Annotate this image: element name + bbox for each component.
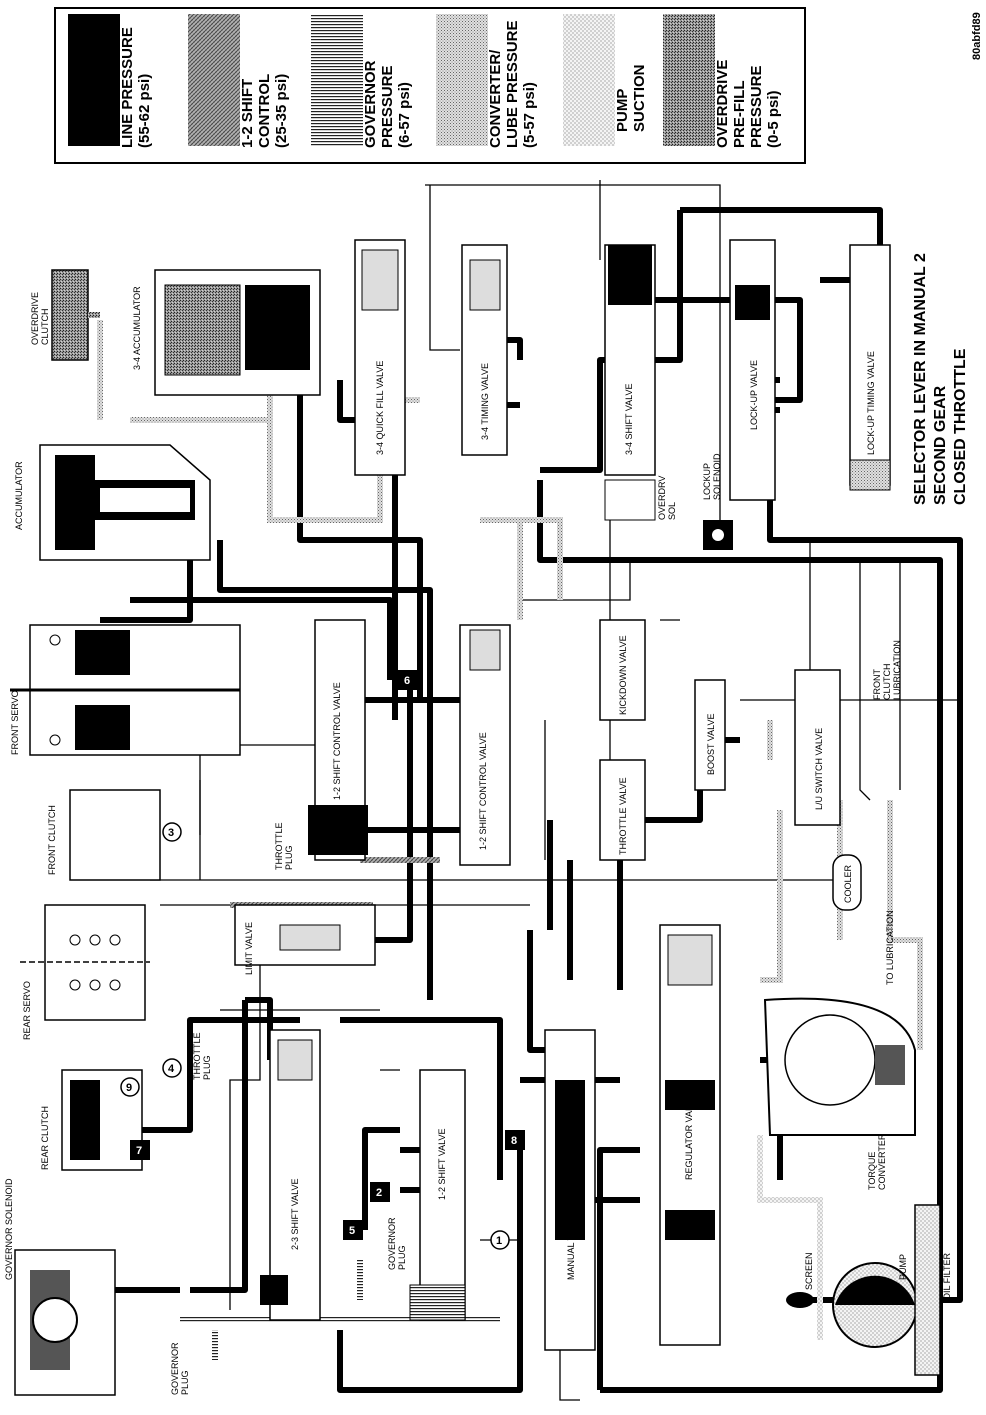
legend-label-line-pressure: LINE PRESSURE (55-62 psi)	[119, 23, 153, 148]
cooler	[832, 854, 862, 911]
shift-valve-34	[604, 244, 656, 521]
label-lu-switch-valve: L/U SWITCH VALVE	[814, 728, 824, 810]
svg-text:5: 5	[349, 1225, 355, 1237]
label-accumulator: ACCUMULATOR	[14, 461, 24, 530]
svg-text:1: 1	[496, 1235, 502, 1247]
label-throttle-plug-left: THROTTLE PLUG	[192, 1030, 212, 1080]
label-throttle-valve: THROTTLE VALVE	[618, 777, 628, 855]
torque-converter	[763, 997, 916, 1136]
legend-label-governor: GOVERNOR PRESSURE (6-57 psi)	[362, 56, 413, 148]
label-quick-fill-valve: 3-4 QUICK FILL VALVE	[375, 361, 385, 455]
label-cooler: COOLER	[843, 864, 853, 903]
label-front-servo: FRONT SERVO	[10, 690, 20, 755]
legend-swatch-converter	[436, 14, 488, 146]
label-pump: PUMP	[898, 1254, 908, 1280]
label-to-lubrication: TO LUBRICATION	[885, 910, 895, 985]
label-shift-control-valve-12a: 1-2 SHIFT CONTROL VALVE	[332, 682, 342, 800]
label-shift-valve-34: 3-4 SHIFT VALVE	[624, 383, 634, 455]
label-screen: SCREEN	[804, 1252, 814, 1290]
label-timing-valve-34: 3-4 TIMING VALVE	[480, 363, 490, 440]
label-oil-filter: OIL FILTER	[942, 1252, 952, 1300]
label-limit-valve: LIMIT VALVE	[244, 922, 254, 975]
label-governor-solenoid: GOVERNOR SOLENOID	[4, 1178, 14, 1280]
quick-fill-valve	[354, 239, 406, 476]
svg-text:2: 2	[376, 1187, 382, 1199]
rear-servo	[20, 904, 150, 1021]
regulator-valve	[659, 924, 721, 1346]
shift-valve-23	[260, 1029, 321, 1321]
label-lockup-valve: LOCK-UP VALVE	[749, 360, 759, 430]
label-throttle-plug-right: THROTTLE PLUG	[274, 820, 294, 870]
label-lockup-timing-valve: LOCK-UP TIMING VALVE	[866, 351, 876, 455]
label-accumulator-34: 3-4 ACCUMULATOR	[132, 286, 142, 370]
label-front-clutch-lubrication: FRONT CLUTCH LUBRICATION	[872, 640, 902, 700]
svg-text:3: 3	[168, 827, 174, 839]
kickdown-valve	[599, 619, 646, 721]
legend: LINE PRESSURE (55-62 psi) 1-2 SHIFT CONT…	[54, 7, 806, 164]
accumulator-34	[154, 269, 321, 396]
label-lockup-solenoid: LOCKUP SOLENOID	[702, 453, 722, 500]
label-rear-clutch: REAR CLUTCH	[40, 1106, 50, 1170]
lockup-valve	[729, 239, 776, 501]
label-shift-valve-23: 2-3 SHIFT VALVE	[290, 1178, 300, 1250]
front-servo	[10, 624, 241, 756]
shift-control-valve-12b	[459, 624, 511, 866]
lockup-timing-valve	[849, 244, 891, 491]
label-overdrive-clutch: OVERDRIVE CLUTCH	[30, 289, 50, 345]
legend-label-prefill: OVERDRIVE PRE-FILL PRESSURE (0-5 psi)	[714, 55, 782, 148]
label-boost-valve: BOOST VALVE	[706, 713, 716, 775]
legend-swatch-suction	[563, 14, 615, 146]
label-governor-plug-left: GOVERNOR PLUG	[170, 1340, 190, 1395]
svg-text:6: 6	[404, 675, 410, 687]
label-regulator-valve: REGULATOR VALVE	[684, 1095, 694, 1180]
svg-text:9: 9	[126, 1082, 132, 1094]
label-manual-valve: MANUAL VALVE	[566, 1213, 576, 1280]
legend-swatch-shift-control	[188, 14, 240, 146]
pump	[786, 1204, 941, 1376]
label-overdrv-sol: OVERDRV SOL	[657, 473, 677, 520]
boost-valve	[694, 679, 726, 791]
label-rear-servo: REAR SERVO	[22, 981, 32, 1040]
legend-swatch-line-pressure	[68, 14, 120, 146]
label-shift-control-valve-12b: 1-2 SHIFT CONTROL VALVE	[478, 732, 488, 850]
figure-id: 80abfd89	[971, 12, 983, 60]
limit-valve	[234, 904, 376, 966]
numbered-markers: 4 9 1 2 5 6 8	[120, 670, 525, 1250]
throttle-valve	[599, 759, 646, 861]
label-torque-converter: TORQUE CONVERTER	[867, 1133, 887, 1190]
label-kickdown-valve: KICKDOWN VALVE	[618, 635, 628, 715]
lu-switch-valve	[794, 669, 841, 826]
front-clutch: 3	[69, 789, 182, 881]
legend-label-converter: CONVERTER/ LUBE PRESSURE (5-57 psi)	[487, 16, 538, 148]
svg-text:7: 7	[136, 1145, 142, 1157]
accumulator	[39, 444, 211, 561]
figure-caption: SELECTOR LEVER IN MANUAL 2 SECOND GEAR C…	[912, 249, 969, 505]
svg-text:4: 4	[168, 1063, 175, 1075]
overdrive-clutch	[51, 269, 100, 361]
svg-text:8: 8	[511, 1135, 517, 1147]
legend-label-suction: PUMP SUCTION	[614, 65, 648, 133]
pump-suction-passage	[757, 1135, 823, 1340]
governor-solenoid	[14, 1249, 116, 1396]
label-front-clutch: FRONT CLUTCH	[47, 805, 57, 875]
timing-valve-34	[461, 244, 508, 456]
label-governor-plug-right: GOVERNOR PLUG	[387, 1215, 407, 1270]
outline-passages	[150, 180, 960, 1401]
legend-swatch-prefill	[663, 14, 715, 146]
manual-valve	[544, 1029, 596, 1351]
shift-valve-12	[409, 1069, 466, 1321]
legend-label-shift-control: 1-2 SHIFT CONTROL (25-35 psi)	[239, 70, 290, 148]
legend-swatch-governor	[311, 14, 363, 146]
shift-control-valve-12a	[308, 619, 368, 861]
label-shift-valve-12: 1-2 SHIFT VALVE	[437, 1128, 447, 1200]
lockup-solenoid	[703, 520, 733, 550]
